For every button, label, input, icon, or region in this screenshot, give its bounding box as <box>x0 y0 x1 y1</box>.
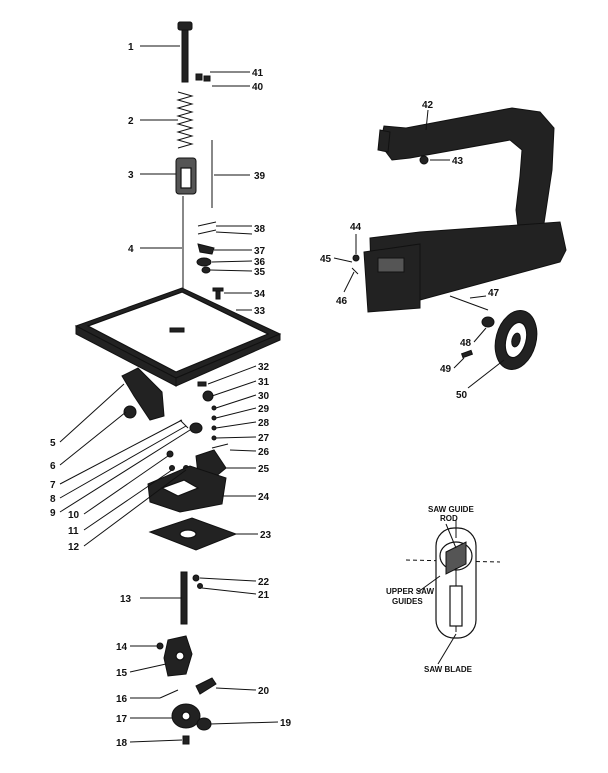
part-20-pin <box>195 677 217 695</box>
part-50-wheel <box>494 310 538 370</box>
label-43: 43 <box>452 156 464 167</box>
label-32: 32 <box>258 362 270 373</box>
label-28: 28 <box>258 418 270 429</box>
label-46: 46 <box>336 296 348 307</box>
part-7-9-hardware <box>179 419 203 434</box>
label-7: 7 <box>50 480 56 491</box>
callout-saw-guide-rod-line2: ROD <box>440 514 458 523</box>
part-43-screw <box>419 155 429 165</box>
label-48: 48 <box>460 338 472 349</box>
part-35-38-small-pieces <box>196 221 217 274</box>
label-22: 22 <box>258 577 270 588</box>
part-3-sleeve <box>175 157 197 195</box>
part-2-spring <box>176 91 194 149</box>
label-2: 2 <box>128 116 134 127</box>
part-44-46-hardware <box>351 254 360 275</box>
label-41: 41 <box>252 68 264 79</box>
part-41-40-small-parts <box>195 73 211 82</box>
part-34-clamp <box>212 287 224 300</box>
part-33-table <box>74 287 282 387</box>
label-34: 34 <box>254 289 266 300</box>
label-40: 40 <box>252 82 264 93</box>
label-23: 23 <box>260 530 272 541</box>
part-42-arm <box>363 107 567 313</box>
label-19: 19 <box>280 718 292 729</box>
label-25: 25 <box>258 464 270 475</box>
label-38: 38 <box>254 224 266 235</box>
label-9: 9 <box>50 508 56 519</box>
label-18: 18 <box>116 738 128 749</box>
label-3: 3 <box>128 170 134 181</box>
label-50: 50 <box>456 390 468 401</box>
label-44: 44 <box>350 222 362 233</box>
callout-upper-saw-guides-line2: GUIDES <box>392 597 423 606</box>
label-35: 35 <box>254 267 266 278</box>
label-5: 5 <box>50 438 56 449</box>
label-12: 12 <box>68 542 80 553</box>
part-47-shaft <box>449 295 489 311</box>
label-31: 31 <box>258 377 270 388</box>
callout-saw-blade: SAW BLADE <box>424 665 473 674</box>
label-20: 20 <box>258 686 270 697</box>
part-21-22-hardware <box>192 574 203 589</box>
part-23-plate <box>148 517 238 551</box>
label-29: 29 <box>258 404 270 415</box>
label-1: 1 <box>128 42 134 53</box>
label-16: 16 <box>116 694 128 705</box>
part-number-labels: 1 2 3 4 5 6 7 8 9 10 11 12 13 14 15 16 1… <box>50 42 500 749</box>
part-48-washer <box>481 316 495 328</box>
label-14: 14 <box>116 642 128 653</box>
detail-callouts: SAW GUIDE ROD UPPER SAW GUIDES SAW BLADE <box>386 505 474 674</box>
part-5-6-table-bracket <box>121 367 165 421</box>
label-4: 4 <box>128 244 134 255</box>
saw-guide-detail <box>405 520 501 639</box>
label-42: 42 <box>422 100 434 111</box>
label-37: 37 <box>254 246 266 257</box>
label-39: 39 <box>254 171 266 182</box>
label-30: 30 <box>258 391 270 402</box>
part-49-key <box>460 349 474 359</box>
label-15: 15 <box>116 668 128 679</box>
part-15-block <box>163 635 193 677</box>
leader-lines <box>59 45 505 743</box>
part-19-washer <box>196 717 212 731</box>
part-18-set-screw <box>182 735 190 745</box>
part-26-32-hardware <box>197 381 229 449</box>
label-36: 36 <box>254 257 266 268</box>
callout-saw-guide-rod-line1: SAW GUIDE <box>428 505 474 514</box>
label-45: 45 <box>320 254 332 265</box>
part-1-tension-screw <box>177 21 193 83</box>
label-13: 13 <box>120 594 132 605</box>
label-6: 6 <box>50 461 56 472</box>
label-8: 8 <box>50 494 56 505</box>
callout-upper-saw-guides-line1: UPPER SAW <box>386 587 434 596</box>
label-26: 26 <box>258 447 270 458</box>
label-17: 17 <box>116 714 128 725</box>
label-24: 24 <box>258 492 270 503</box>
label-11: 11 <box>68 526 79 537</box>
part-16-pin <box>159 689 179 699</box>
label-49: 49 <box>440 364 452 375</box>
part-24-base-casting <box>147 465 227 513</box>
label-47: 47 <box>488 288 500 299</box>
label-10: 10 <box>68 510 80 521</box>
label-21: 21 <box>258 590 270 601</box>
label-33: 33 <box>254 306 266 317</box>
part-17-crank <box>171 703 201 729</box>
label-27: 27 <box>258 433 270 444</box>
